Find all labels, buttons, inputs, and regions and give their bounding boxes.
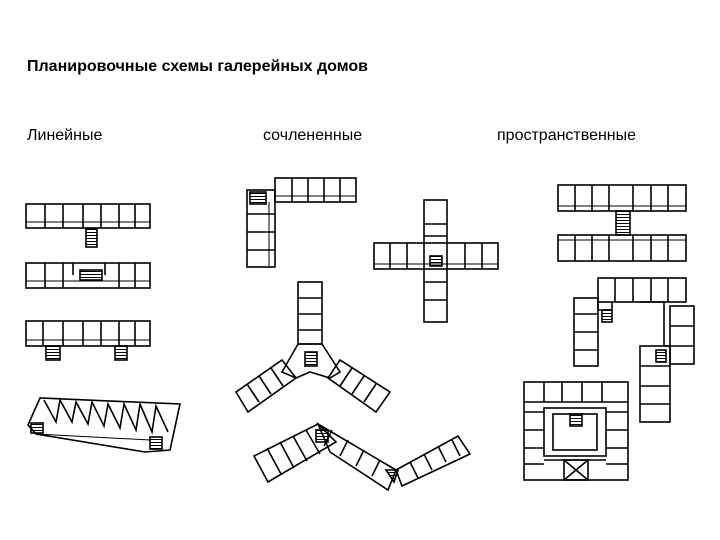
linear-plan-3 bbox=[25, 320, 151, 361]
slide-title: Планировочные схемы галерейных домов bbox=[27, 58, 368, 75]
spatial-double-plan bbox=[557, 184, 687, 262]
articulated-zigzag-plan bbox=[252, 422, 472, 492]
column-label-linear: Линейные bbox=[27, 127, 103, 144]
column-label-articulated: сочлененные bbox=[263, 127, 363, 144]
linear-plan-2 bbox=[25, 262, 151, 289]
linear-plan-1 bbox=[25, 203, 151, 248]
linear-plan-4 bbox=[27, 397, 181, 453]
articulated-l-plan bbox=[246, 177, 357, 268]
spatial-courtyard-plan bbox=[523, 381, 629, 481]
spatial-stepped-plan bbox=[573, 277, 695, 423]
articulated-y-plan bbox=[234, 281, 392, 414]
column-label-spatial: пространственные bbox=[497, 127, 637, 144]
articulated-cross-plan bbox=[373, 199, 499, 323]
